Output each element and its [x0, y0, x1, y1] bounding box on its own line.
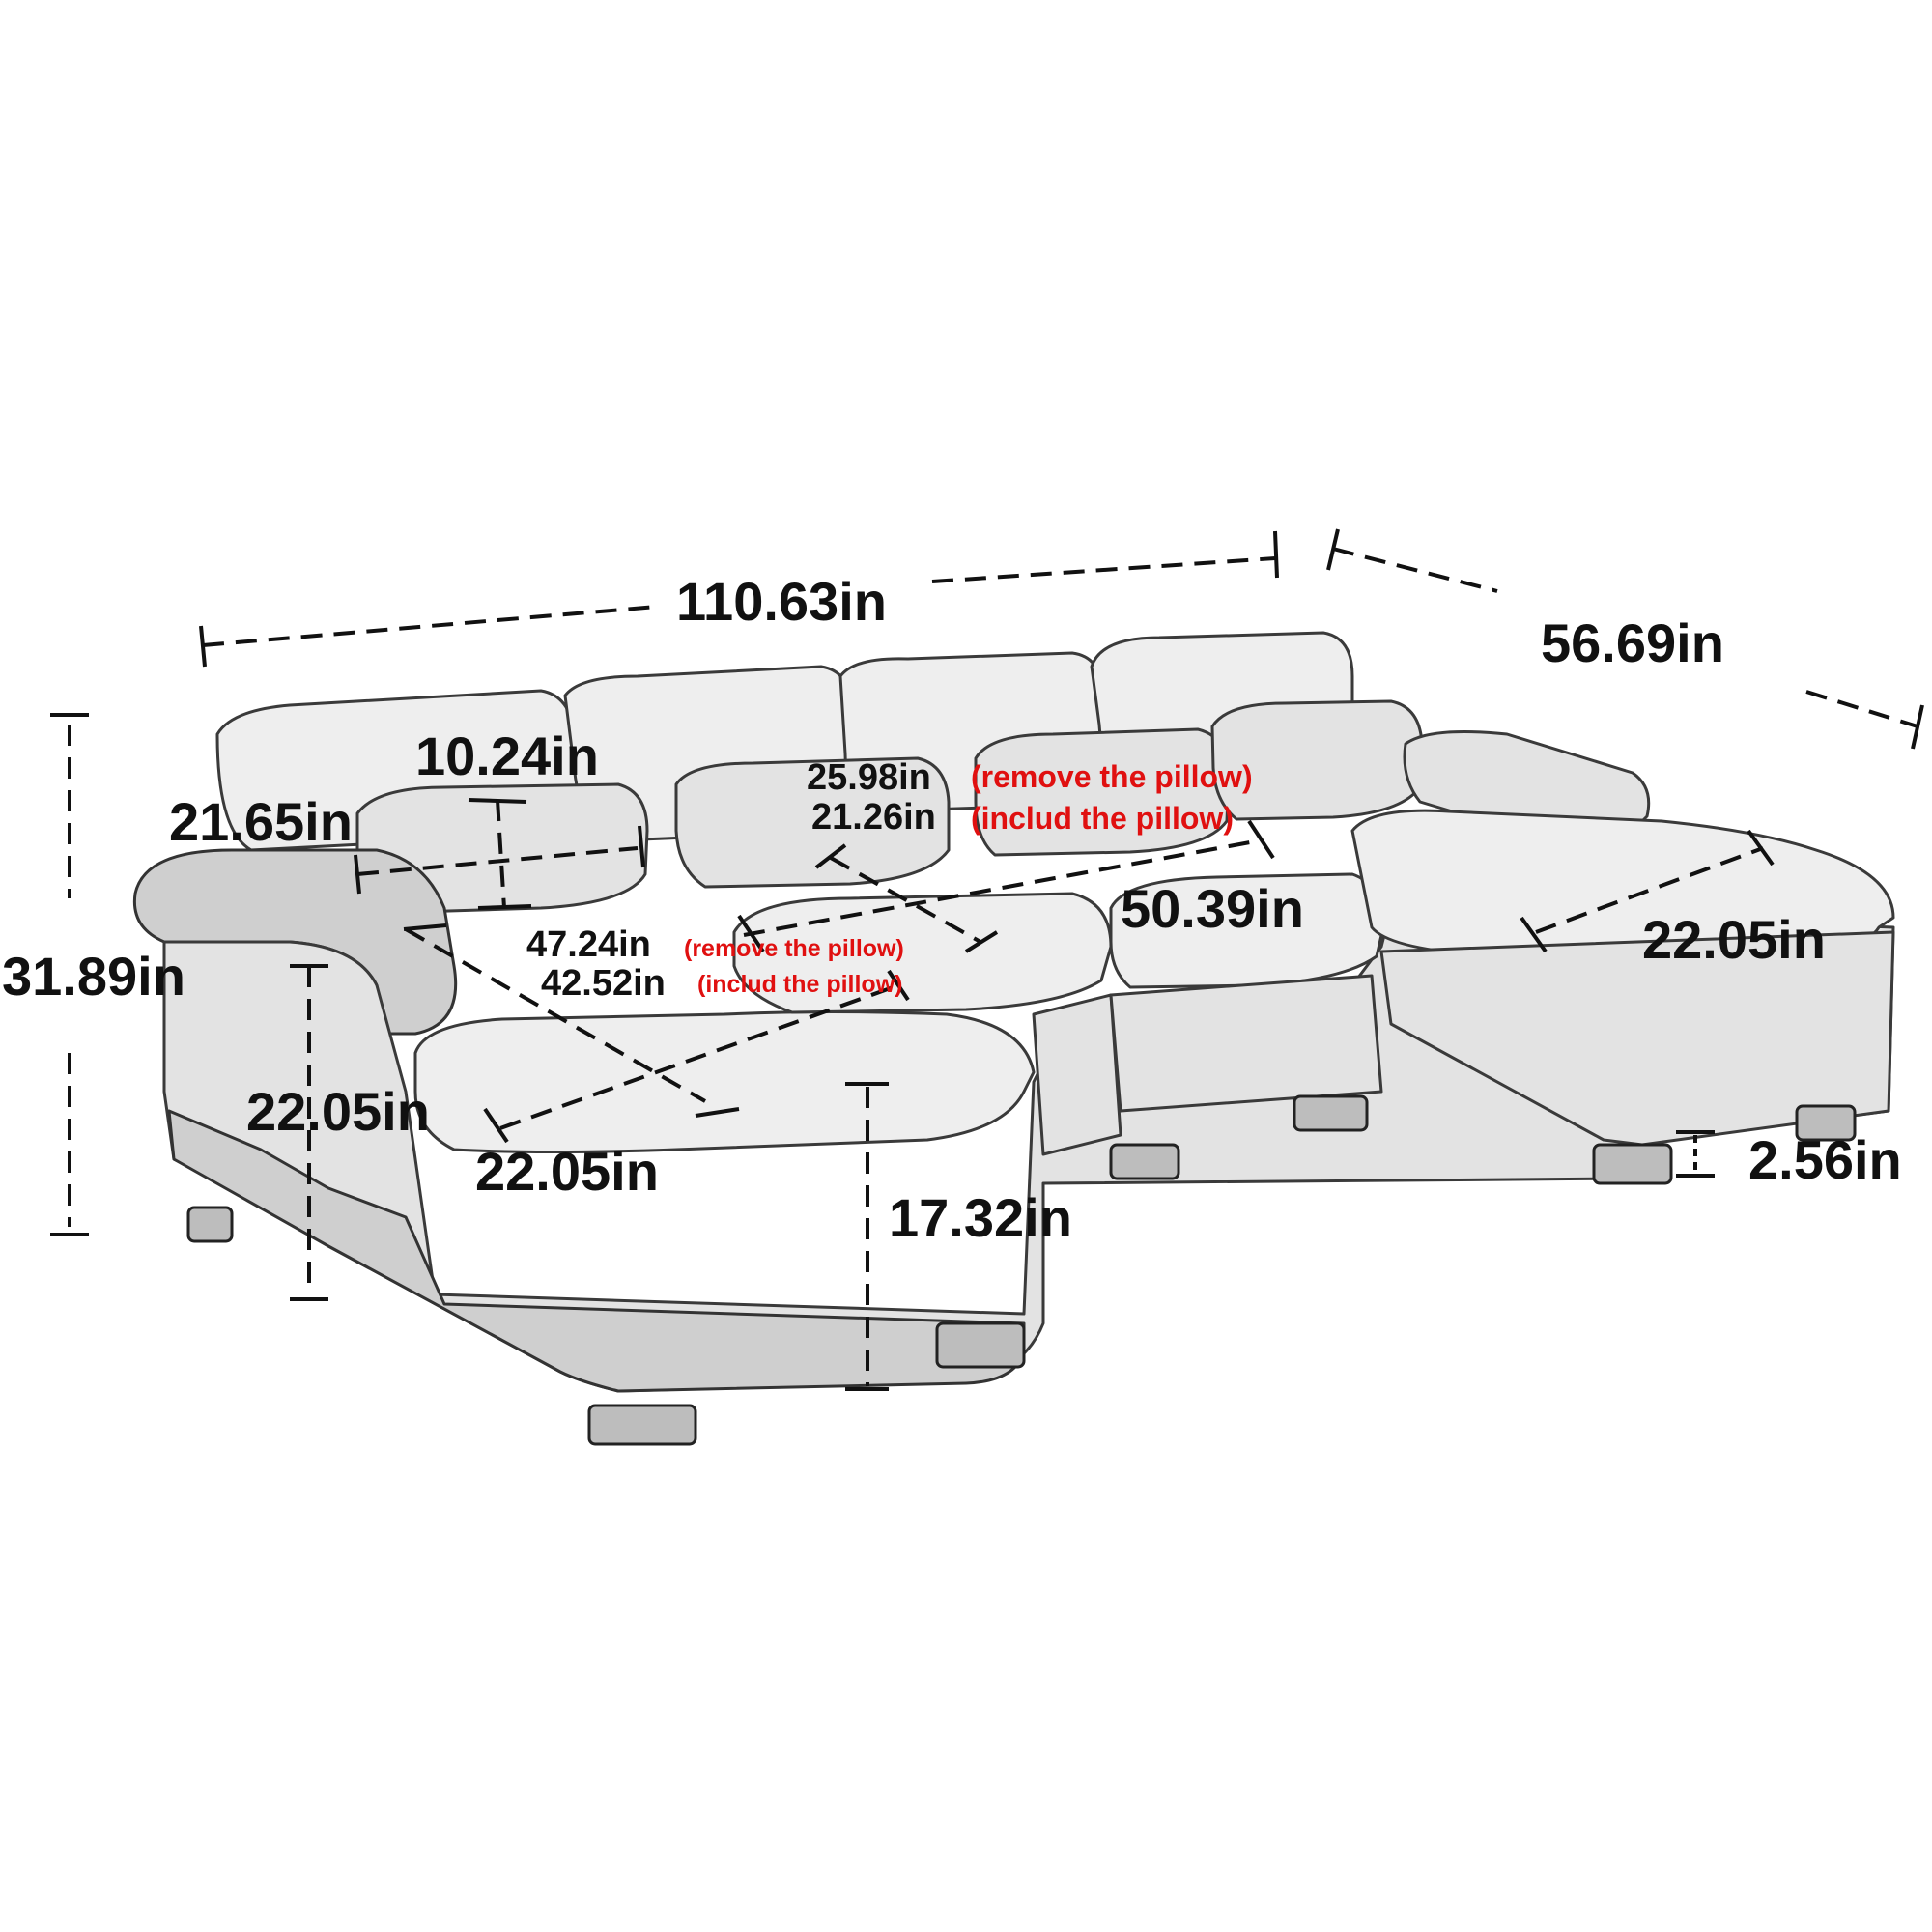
- label-chaise-width-right: 22.05in: [1642, 909, 1826, 970]
- label-overall-height: 31.89in: [2, 946, 185, 1007]
- label-seat-depth-remove-pillow: 47.24in: [526, 924, 651, 965]
- label-back-height-include-pillow: 21.26in: [811, 797, 936, 838]
- label-arm-height: 22.05in: [246, 1081, 430, 1142]
- label-overall-depth: 56.69in: [1541, 612, 1724, 673]
- label-arm-width: 21.65in: [169, 791, 353, 852]
- label-seat-depth-include-pillow: 42.52in: [541, 963, 666, 1004]
- dimension-labels: 110.63in 56.69in 31.89in 10.24in 21.65in…: [2, 571, 1902, 1248]
- note-back-height-include-pillow: (includ the pillow): [971, 801, 1234, 836]
- label-overall-width: 110.63in: [676, 571, 887, 632]
- label-chaise-width-left: 22.05in: [475, 1141, 659, 1202]
- label-back-height-remove-pillow: 25.98in: [807, 757, 931, 798]
- label-seat-span: 50.39in: [1121, 878, 1304, 939]
- dimension-lines: [50, 528, 1924, 1391]
- label-seat-height: 17.32in: [889, 1187, 1072, 1248]
- label-leg-height: 2.56in: [1748, 1129, 1902, 1190]
- sofa-illustration: [132, 631, 1895, 1446]
- note-back-height-remove-pillow: (remove the pillow): [971, 759, 1253, 794]
- label-pillow-height: 10.24in: [415, 725, 599, 786]
- note-seat-depth-include-pillow: (includ the pillow): [697, 971, 902, 998]
- note-seat-depth-remove-pillow: (remove the pillow): [684, 935, 904, 962]
